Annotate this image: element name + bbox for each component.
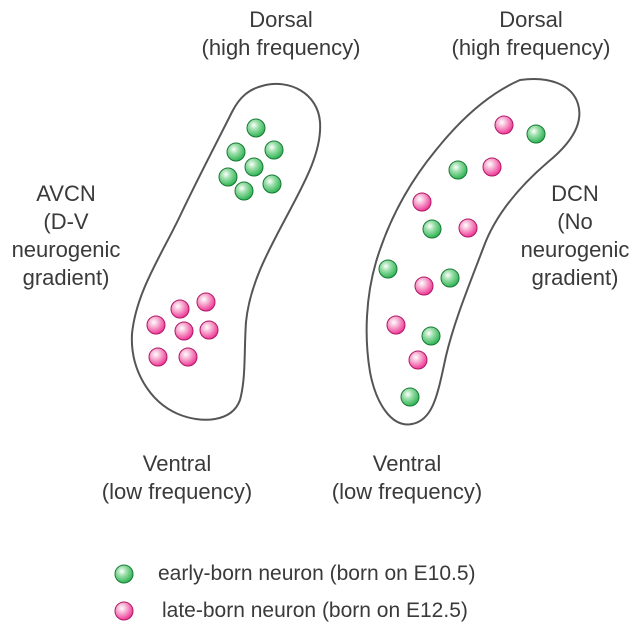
legend-early-symbol (114, 564, 134, 584)
avcn-ventral-line2: (low frequency) (101, 479, 253, 504)
avcn-late-neuron (174, 321, 194, 341)
dcn-early-neuron (421, 326, 441, 346)
dcn-early-neuron (378, 259, 398, 279)
dcn-side-label: DCN (No neurogenic gradient) (510, 180, 640, 292)
dcn-dorsal-line2: (high frequency) (451, 35, 611, 60)
dcn-ventral-line2: (low frequency) (331, 479, 483, 504)
dcn-late-neuron (458, 218, 478, 238)
dcn-early-neuron (526, 124, 546, 144)
avcn-side-label: AVCN (D-V neurogenic gradient) (0, 180, 132, 292)
dcn-side-line4: gradient) (531, 265, 619, 290)
avcn-side-line2: (D-V (43, 209, 89, 234)
avcn-late-neuron (196, 292, 216, 312)
avcn-side-line3: neurogenic (11, 237, 121, 262)
avcn-ventral-label: Ventral (low frequency) (82, 450, 272, 506)
dcn-early-neuron (440, 268, 460, 288)
avcn-dorsal-line2: (high frequency) (201, 35, 361, 60)
dcn-dorsal-label: Dorsal (high frequency) (426, 6, 636, 62)
avcn-early-neuron (264, 140, 284, 160)
avcn-dorsal-label: Dorsal (high frequency) (176, 6, 386, 62)
dcn-dorsal-line1: Dorsal (499, 7, 563, 32)
avcn-early-neuron (244, 157, 264, 177)
avcn-ventral-line1: Ventral (142, 451, 212, 476)
dcn-late-neuron (386, 315, 406, 335)
dcn-ventral-label: Ventral (low frequency) (312, 450, 502, 506)
dcn-early-neuron (400, 387, 420, 407)
dcn-early-neuron (448, 160, 468, 180)
avcn-late-neuron (170, 299, 190, 319)
dcn-late-neuron (414, 276, 434, 296)
avcn-late-neuron (148, 347, 168, 367)
avcn-early-neuron (218, 167, 238, 187)
avcn-early-neuron (234, 181, 254, 201)
legend-early-label: early-born neuron (born on E10.5) (158, 562, 476, 585)
dcn-late-neuron (408, 350, 428, 370)
avcn-side-line1: AVCN (36, 181, 96, 206)
dcn-outline (365, 78, 581, 426)
avcn-late-neuron (146, 315, 166, 335)
dcn-side-line1: DCN (551, 181, 599, 206)
dcn-side-line3: neurogenic (520, 237, 630, 262)
avcn-early-neuron (226, 142, 246, 162)
dcn-late-neuron (482, 157, 502, 177)
dcn-late-neuron (412, 192, 432, 212)
legend-late-symbol (114, 601, 134, 621)
avcn-outline (130, 82, 322, 421)
avcn-side-line4: gradient) (22, 265, 110, 290)
dcn-ventral-line1: Ventral (372, 451, 442, 476)
avcn-early-neuron (246, 118, 266, 138)
avcn-dorsal-line1: Dorsal (249, 7, 313, 32)
legend-late-label: late-born neuron (born on E12.5) (162, 599, 468, 622)
dcn-side-line2: (No (557, 209, 593, 234)
avcn-late-neuron (199, 320, 219, 340)
avcn-early-neuron (262, 174, 282, 194)
avcn-late-neuron (178, 347, 198, 367)
dcn-early-neuron (422, 219, 442, 239)
dcn-late-neuron (494, 115, 514, 135)
